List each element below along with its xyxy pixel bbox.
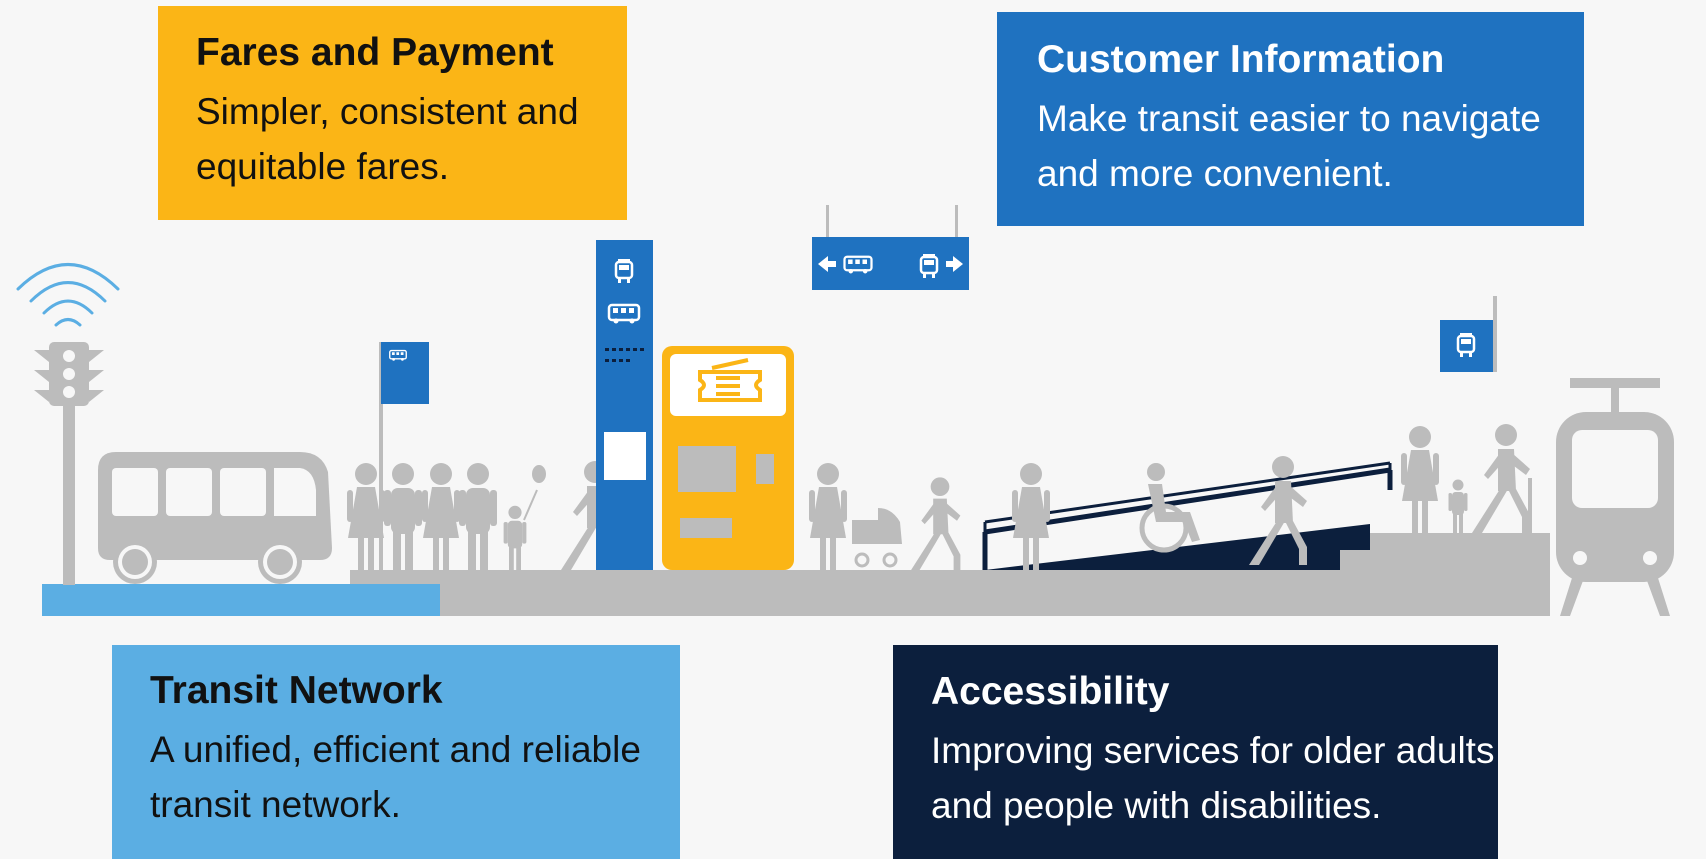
network-description: A unified, efficient and reliable transi…	[150, 729, 641, 825]
ticket-machine	[662, 346, 794, 570]
platform	[350, 570, 1550, 616]
fares-and-payment-card: Fares and Payment Simpler, consistent an…	[158, 6, 627, 220]
queue-people	[347, 461, 619, 570]
network-title: Transit Network	[150, 669, 443, 712]
ticket-icon	[698, 358, 762, 402]
bus-stop-sign-icon	[379, 342, 429, 572]
arrow-left-icon	[818, 256, 836, 272]
accessibility-card: Accessibility Improving services for old…	[893, 645, 1498, 859]
platform-people	[1401, 424, 1532, 534]
info-pillar	[596, 240, 653, 570]
arrow-right-icon	[946, 256, 963, 272]
direction-sign	[812, 205, 969, 290]
sidewalk	[42, 584, 440, 616]
transit-network-card: Transit Network A unified, efficient and…	[112, 645, 680, 859]
accessibility-title: Accessibility	[931, 670, 1170, 713]
ramp-users	[1012, 456, 1307, 570]
customer-title: Customer Information	[1037, 38, 1445, 81]
tram-stop-sign	[1440, 296, 1497, 372]
traffic-light-icon	[34, 342, 104, 585]
stroller-people	[809, 463, 961, 570]
bus-icon	[98, 452, 332, 584]
raised-platform	[1330, 533, 1550, 570]
fares-description: Simpler, consistent and equitable fares.	[196, 91, 579, 187]
customer-information-card: Customer Information Make transit easier…	[997, 12, 1584, 226]
wifi-icon	[16, 263, 120, 327]
wheelchair-icon	[1139, 463, 1200, 553]
fares-title: Fares and Payment	[196, 31, 554, 74]
tram-icon	[1556, 378, 1674, 616]
customer-description: Make transit easier to navigate and more…	[1037, 98, 1541, 194]
accessibility-description: Improving services for older adults and …	[931, 730, 1495, 826]
